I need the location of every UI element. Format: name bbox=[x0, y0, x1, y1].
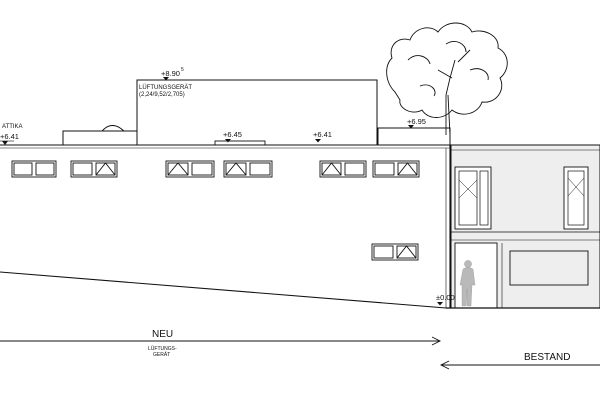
level-value-right-block: +6.95 bbox=[407, 117, 426, 126]
level-marker-mid-b: +6.41 bbox=[313, 130, 332, 143]
tree-outline bbox=[386, 22, 508, 136]
level-marker-right-block: +6.95 bbox=[407, 117, 426, 129]
level-marker-top: +8.90 5 bbox=[161, 67, 184, 81]
person-figure bbox=[459, 260, 476, 307]
level-marker-mid-a: +6.45 bbox=[223, 130, 242, 143]
neu-sub-label-1: LÜFTUNGS- bbox=[148, 345, 177, 352]
level-value-mid-b: +6.41 bbox=[313, 130, 332, 139]
level-marker-attika: ATTIKA +6.41 bbox=[0, 124, 23, 145]
level-value-ground: ±0.00 bbox=[436, 293, 455, 302]
equipment-label: LÜFTUNGSGERÄT bbox=[139, 84, 192, 91]
roof-hatch bbox=[214, 140, 266, 146]
window bbox=[223, 160, 273, 178]
equipment-dimensions: (2,24/9,52/2,705) bbox=[139, 92, 185, 98]
window bbox=[372, 160, 420, 178]
window bbox=[11, 160, 57, 178]
level-value-attika: +6.41 bbox=[0, 132, 19, 141]
dome-skylight bbox=[100, 125, 126, 132]
window bbox=[319, 160, 367, 178]
neu-arrow: NEU LÜFTUNGS- GERÄT bbox=[0, 329, 442, 358]
level-value-top-sup: 5 bbox=[181, 67, 184, 73]
neu-sub-label-2: GERÄT bbox=[153, 351, 170, 358]
new-building-facade bbox=[0, 144, 451, 309]
level-marker-ground: ±0.00 bbox=[436, 293, 455, 306]
window bbox=[165, 160, 215, 178]
rooftop-block-right bbox=[377, 127, 451, 146]
bestand-arrow: BESTAND bbox=[439, 352, 600, 370]
neu-label: NEU bbox=[152, 329, 173, 340]
level-label-attika: ATTIKA bbox=[2, 124, 23, 130]
window bbox=[371, 243, 419, 261]
level-value-mid-a: +6.45 bbox=[223, 130, 242, 139]
bestand-label: BESTAND bbox=[524, 352, 571, 363]
level-value-top: +8.90 bbox=[161, 69, 180, 78]
existing-building bbox=[450, 144, 600, 309]
rooftop-parapet-left bbox=[62, 130, 138, 146]
window bbox=[70, 160, 118, 178]
